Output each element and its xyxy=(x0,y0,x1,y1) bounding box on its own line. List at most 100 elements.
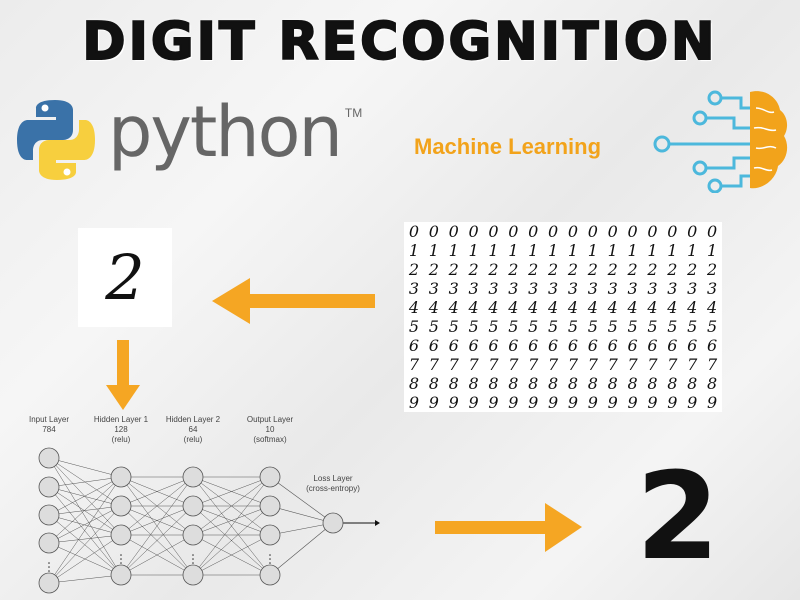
mnist-digit: 7 xyxy=(706,355,718,374)
connection xyxy=(192,534,271,576)
mnist-digit: 7 xyxy=(607,355,618,374)
mnist-digit: 0 xyxy=(408,222,420,241)
mnist-digit: 5 xyxy=(687,317,698,336)
mnist-digit: 3 xyxy=(706,279,718,298)
neuron xyxy=(38,476,60,498)
mnist-digit: 1 xyxy=(488,241,499,260)
mnist-digit: 2 xyxy=(547,260,559,279)
mnist-digit: 8 xyxy=(508,374,519,393)
mnist-digit: 7 xyxy=(547,355,559,374)
mnist-digit: 0 xyxy=(448,222,459,241)
mnist-digit: 8 xyxy=(488,374,499,393)
mnist-digit: 0 xyxy=(687,222,698,241)
mnist-digit: 6 xyxy=(687,336,698,355)
neuron xyxy=(182,564,204,586)
mnist-digit: 6 xyxy=(706,336,718,355)
layer-label-line: Input Layer xyxy=(28,415,70,424)
connection xyxy=(48,514,122,536)
layer-label-line: Hidden Layer 2 xyxy=(165,415,221,424)
layer-label-line: (relu) xyxy=(183,435,203,444)
mnist-digit: 8 xyxy=(706,374,718,393)
mnist-digit: 1 xyxy=(508,241,519,260)
connection xyxy=(48,505,122,544)
mnist-digit: 7 xyxy=(687,355,698,374)
mnist-digit: 1 xyxy=(468,241,479,260)
connection xyxy=(48,514,122,576)
mnist-digit: 1 xyxy=(428,241,439,260)
mnist-digit: 1 xyxy=(567,241,579,260)
mnist-digit: 3 xyxy=(468,279,479,298)
mnist-digit: 2 xyxy=(647,260,658,279)
mnist-digit: 8 xyxy=(547,374,559,393)
mnist-digit: 6 xyxy=(488,336,499,355)
mnist-digit: 1 xyxy=(607,241,618,260)
layer-label-line: 10 xyxy=(265,425,275,434)
mnist-digit: 0 xyxy=(667,222,678,241)
mnist-digit: 3 xyxy=(627,279,638,298)
predicted-digit: 2 xyxy=(636,448,720,587)
mnist-digit: 6 xyxy=(647,336,658,355)
mnist-digit: 9 xyxy=(667,393,678,412)
mnist-digit: 9 xyxy=(627,393,638,412)
connection xyxy=(120,476,194,536)
mnist-digit: 8 xyxy=(667,374,678,393)
mnist-digit: 4 xyxy=(567,298,579,317)
neuron xyxy=(259,524,281,546)
mnist-digit: 3 xyxy=(428,279,439,298)
mnist-digit: 7 xyxy=(567,355,579,374)
neuron xyxy=(38,504,60,526)
mnist-digit: 0 xyxy=(587,222,598,241)
ellipsis-dot xyxy=(48,570,50,572)
mnist-digit: 3 xyxy=(647,279,658,298)
mnist-digit: 0 xyxy=(567,222,579,241)
layer-label-line: 64 xyxy=(188,425,198,434)
mnist-digit: 7 xyxy=(408,355,420,374)
connection xyxy=(48,486,122,576)
ellipsis-dot xyxy=(192,558,194,560)
mnist-digit: 3 xyxy=(667,279,678,298)
mnist-digit: 5 xyxy=(647,317,658,336)
ellipsis-dot xyxy=(48,562,50,564)
mnist-digit: 4 xyxy=(667,298,678,317)
layer-label-line: 128 xyxy=(114,425,128,434)
neuron xyxy=(110,524,132,546)
connection xyxy=(269,522,334,536)
mnist-digit: 2 xyxy=(508,260,519,279)
neuron xyxy=(110,495,132,517)
mnist-digit: 4 xyxy=(428,298,439,317)
mnist-digit: 9 xyxy=(706,393,718,412)
neuron xyxy=(182,524,204,546)
connection xyxy=(48,457,122,478)
mnist-digit: 1 xyxy=(667,241,678,260)
mnist-digit: 0 xyxy=(547,222,559,241)
layer-label-line: (softmax) xyxy=(253,435,287,444)
mnist-digit: 8 xyxy=(528,374,539,393)
mnist-digit: 5 xyxy=(627,317,638,336)
ellipsis-dot xyxy=(120,554,122,556)
mnist-digit: 0 xyxy=(468,222,479,241)
layer-label-line: Loss Layer xyxy=(313,474,353,483)
ellipsis-dot xyxy=(48,566,50,568)
mnist-digit: 2 xyxy=(567,260,579,279)
mnist-digit: 7 xyxy=(627,355,638,374)
mnist-digit: 7 xyxy=(508,355,519,374)
mnist-digit: 9 xyxy=(508,393,519,412)
neuron xyxy=(38,532,60,554)
connection xyxy=(120,534,194,576)
machine-learning-label: Machine Learning xyxy=(414,134,602,159)
mnist-digit: 9 xyxy=(408,393,420,412)
neuron xyxy=(259,495,281,517)
connection xyxy=(48,505,122,516)
ellipsis-dot xyxy=(192,562,194,564)
mnist-digit: 8 xyxy=(428,374,439,393)
mnist-digit: 2 xyxy=(448,260,459,279)
connection xyxy=(192,476,271,507)
mnist-digit: 6 xyxy=(428,336,439,355)
left-arrow-icon xyxy=(212,278,375,324)
mnist-digit: 3 xyxy=(547,279,559,298)
